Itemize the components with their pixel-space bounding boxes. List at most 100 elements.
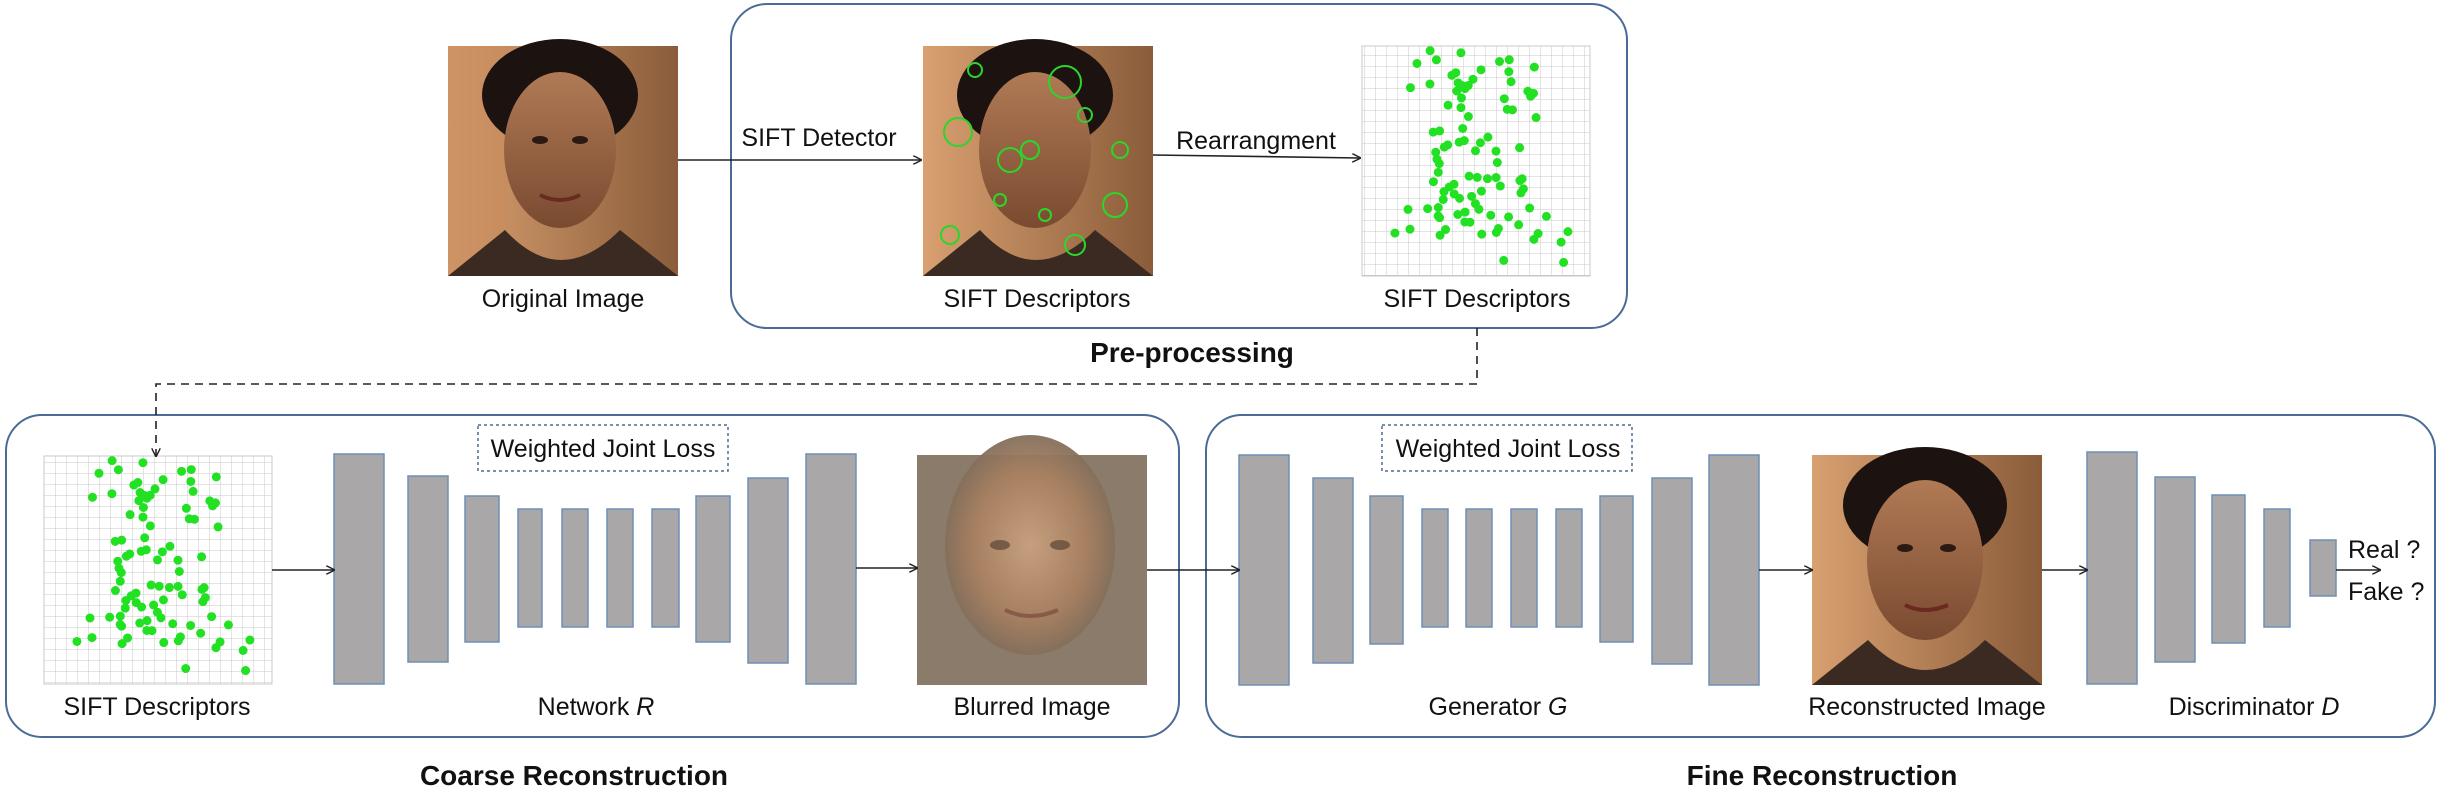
keypoint-dot — [1504, 212, 1514, 222]
keypoint-dot — [149, 600, 159, 610]
keypoint-dot — [131, 598, 141, 608]
keypoint-dot — [168, 619, 178, 629]
sift-detected-image — [923, 39, 1153, 276]
keypoint-dot — [1449, 189, 1459, 199]
keypoint-dot — [1517, 174, 1527, 184]
keypoint-dot — [150, 484, 160, 494]
keypoint-dot — [1460, 207, 1470, 217]
keypoint-dot — [1556, 237, 1566, 247]
reconstructed-image — [1812, 447, 2042, 685]
network-r-layer-2 — [407, 475, 449, 663]
keypoint-dot — [241, 666, 251, 676]
discriminator-layer-3 — [2211, 494, 2246, 644]
generator-layer-9 — [1651, 477, 1693, 665]
generator-layer-7 — [1555, 508, 1583, 628]
keypoint-dot — [1456, 103, 1466, 113]
keypoint-dot — [113, 556, 123, 566]
keypoint-dot — [134, 496, 144, 506]
keypoint-dot — [125, 549, 135, 559]
keypoint-dot — [85, 613, 95, 623]
rearrangement-arrow — [1152, 155, 1360, 158]
keypoint-dot — [181, 664, 191, 674]
keypoint-dot — [1405, 83, 1415, 93]
keypoint-dot — [1458, 81, 1468, 91]
keypoint-dot — [135, 618, 145, 628]
keypoint-dot — [87, 492, 97, 502]
keypoint-dot — [1563, 227, 1573, 237]
fine-reconstruction-panel — [1205, 414, 2436, 738]
keypoint-dot — [210, 498, 220, 508]
keypoint-dot — [1516, 188, 1526, 198]
keypoint-dot — [1467, 191, 1477, 201]
keypoint-dot — [1425, 46, 1435, 56]
keypoint-dot — [140, 490, 150, 500]
keypoint-dot — [165, 541, 175, 551]
keypoint-dot — [110, 586, 120, 596]
rearrangement-label: Rearrangment — [1176, 127, 1336, 155]
keypoint-dot — [147, 626, 157, 636]
keypoint-dot — [1474, 204, 1484, 214]
generator-layer-10 — [1708, 454, 1760, 686]
keypoint-dot — [1482, 174, 1492, 184]
generator-layer-2 — [1312, 477, 1354, 664]
keypoint-dot — [184, 514, 194, 524]
keypoint-dot — [1483, 132, 1493, 142]
fine-loss-label: Weighted Joint Loss — [1396, 435, 1621, 463]
keypoint-dot — [141, 545, 151, 555]
keypoint-dot — [175, 632, 185, 642]
keypoint-dot — [1528, 88, 1538, 98]
keypoint-dot — [1433, 211, 1443, 221]
keypoint-dot — [131, 588, 141, 598]
network-r-layer-10 — [805, 453, 857, 685]
keypoint-dot — [199, 583, 209, 593]
keypoint-dot — [1463, 112, 1473, 122]
keypoint-dot — [138, 458, 148, 468]
keypoint-dot — [1449, 179, 1459, 189]
keypoint-dot — [146, 580, 156, 590]
blurred-image — [917, 435, 1147, 685]
keypoint-dot — [113, 465, 123, 475]
keypoint-dot — [1491, 146, 1501, 156]
fine-loss-box — [1381, 424, 1633, 472]
keypoint-dot — [1495, 181, 1505, 191]
keypoint-dot — [188, 486, 198, 496]
keypoint-dot — [215, 637, 225, 647]
keypoint-dot — [159, 638, 169, 648]
keypoint-dot — [1441, 225, 1451, 235]
generator-layer-8 — [1599, 495, 1634, 643]
keypoint-dot — [1504, 55, 1514, 65]
keypoint-dot — [181, 503, 191, 513]
keypoint-dot — [133, 478, 143, 488]
keypoint-dot — [87, 633, 97, 643]
keypoint-dot — [177, 466, 187, 476]
keypoint-dot — [164, 583, 174, 593]
keypoint-dot — [1458, 123, 1468, 133]
keypoint-dot — [145, 521, 155, 531]
keypoint-dot — [156, 613, 166, 623]
blurred-image-label: Blurred Image — [953, 693, 1110, 721]
keypoint-dot — [72, 636, 82, 646]
network-r-layer-3 — [464, 495, 500, 643]
coarse-loss-label: Weighted Joint Loss — [491, 435, 716, 463]
keypoint-dot — [1504, 67, 1514, 77]
keypoint-dot — [1451, 68, 1461, 78]
preprocessing-panel — [730, 3, 1628, 329]
keypoint-dot — [1486, 210, 1496, 220]
keypoint-dot — [1452, 86, 1462, 96]
keypoint-dot — [138, 512, 148, 522]
network-r-layer-6 — [606, 508, 634, 628]
generator-layer-1 — [1238, 454, 1290, 686]
keypoint-dot — [245, 635, 255, 645]
keypoint-dot — [238, 645, 248, 655]
keypoint-dot — [1515, 143, 1525, 153]
discriminator-layer-4 — [2263, 508, 2291, 628]
keypoint-dot — [1435, 230, 1445, 240]
fine-reconstruction-title: Fine Reconstruction — [1687, 760, 1958, 791]
keypoint-dot — [213, 522, 223, 532]
keypoint-dot — [1491, 173, 1501, 183]
generator-g-label: Generator G — [1429, 693, 1568, 721]
keypoint-dot — [1465, 217, 1475, 227]
keypoint-dot — [1438, 194, 1448, 204]
keypoint-dot — [1405, 224, 1415, 234]
keypoint-dot — [1403, 204, 1413, 214]
